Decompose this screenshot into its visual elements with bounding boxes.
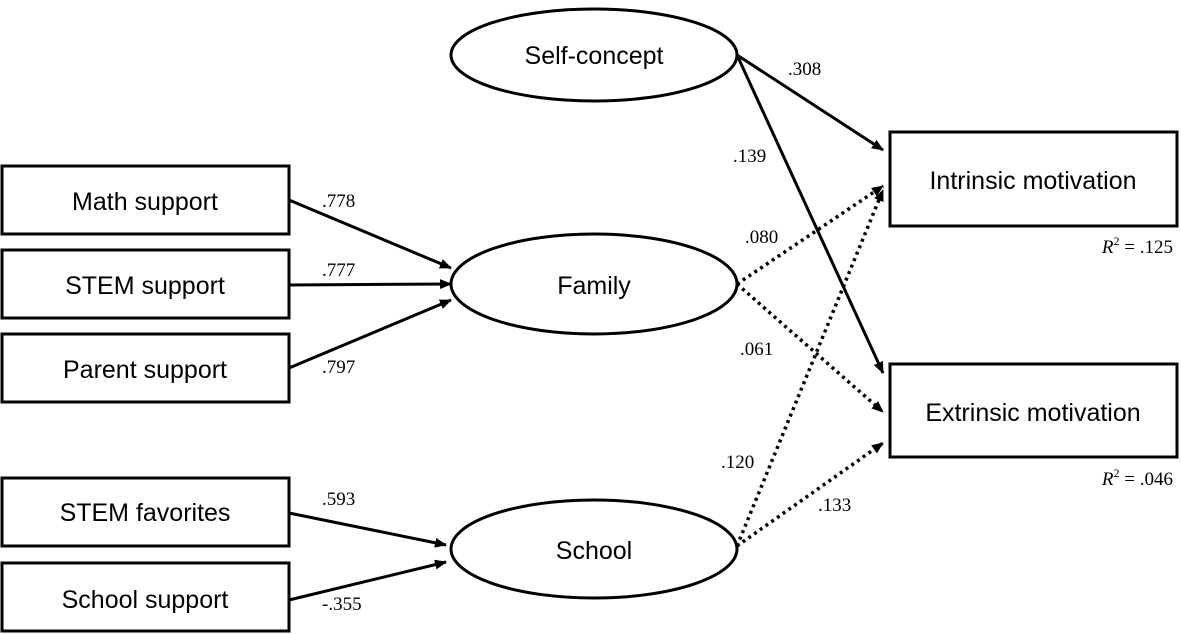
stem-support-label: STEM support <box>65 272 225 300</box>
coef-stem-support: .777 <box>322 260 355 281</box>
stem-favorites-label: STEM favorites <box>60 499 231 527</box>
coef-family-extrinsic: .061 <box>740 339 773 360</box>
r2-extrinsic-symbol: R <box>1101 469 1114 490</box>
extrinsic-motivation-label: Extrinsic motivation <box>925 399 1140 427</box>
coef-math-support: .778 <box>322 191 355 212</box>
school-support-label: School support <box>62 586 229 614</box>
coef-school-support: -.355 <box>322 594 362 615</box>
r2-extrinsic-superscript: 2 <box>1114 466 1120 480</box>
school-label: School <box>556 537 632 565</box>
stem-favorites-box <box>0 476 291 548</box>
arrow-school-intrinsic <box>735 189 885 547</box>
stem-support-box <box>0 248 291 320</box>
school-support-box <box>0 561 291 633</box>
coef-self-concept-extrinsic: .139 <box>733 146 766 167</box>
family-ellipse <box>449 232 739 336</box>
arrow-school-extrinsic <box>735 441 885 548</box>
arrow-self-concept-extrinsic <box>735 54 885 374</box>
r2-intrinsic-superscript: 2 <box>1114 234 1120 248</box>
r2-intrinsic: R2 = .125 <box>1101 234 1173 258</box>
arrow-school-support-school <box>288 559 447 602</box>
arrow-math-support-family <box>288 198 452 270</box>
r2-intrinsic-symbol: R <box>1101 237 1114 258</box>
family-label: Family <box>557 272 631 300</box>
r2-intrinsic-value: = .125 <box>1120 237 1173 258</box>
math-support-label: Math support <box>72 188 218 216</box>
coef-self-concept-intrinsic: .308 <box>788 59 821 80</box>
parent-support-box <box>0 332 291 404</box>
parent-support-label: Parent support <box>63 356 227 384</box>
arrow-family-extrinsic <box>735 282 885 414</box>
coef-stem-favorites: .593 <box>322 489 355 510</box>
r2-extrinsic-value: = .046 <box>1120 469 1173 490</box>
coef-school-intrinsic: .120 <box>721 452 754 473</box>
coef-family-intrinsic: .080 <box>745 227 778 248</box>
arrow-stem-favorites-school <box>288 511 447 548</box>
arrow-self-concept-intrinsic <box>736 53 884 152</box>
coef-parent-support: .797 <box>322 357 355 378</box>
arrow-family-intrinsic <box>736 184 884 286</box>
r2-extrinsic: R2 = .046 <box>1101 466 1173 490</box>
arrow-parent-support-family <box>288 298 452 370</box>
intrinsic-motivation-box <box>888 130 1179 228</box>
arrow-stem-support-family <box>288 279 452 290</box>
extrinsic-motivation-box <box>888 362 1179 459</box>
self-concept-label: Self-concept <box>525 42 664 70</box>
school-ellipse <box>449 498 739 600</box>
math-support-box <box>0 164 291 236</box>
self-concept-ellipse <box>449 7 739 103</box>
intrinsic-motivation-label: Intrinsic motivation <box>929 167 1136 195</box>
coef-school-extrinsic: .133 <box>818 495 851 516</box>
